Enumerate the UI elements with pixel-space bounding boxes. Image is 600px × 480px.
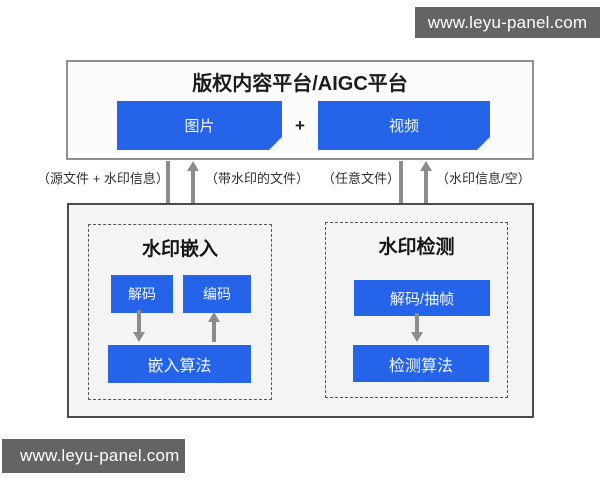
- encode-node: 编码: [183, 275, 251, 313]
- detect-algorithm-node: 检测算法: [353, 345, 489, 382]
- detection-title: 水印检测: [378, 237, 455, 258]
- algorithm-to-encode-arrow-up-icon: [208, 312, 220, 342]
- arrow-head: [208, 312, 220, 322]
- decode-extract-node: 解码/抽帧: [354, 280, 490, 316]
- detection-module: 水印检测 解码/抽帧 检测算法: [325, 222, 508, 398]
- image-node: 图片: [117, 101, 282, 150]
- decode-node-label: 解码: [128, 286, 156, 302]
- embed-algorithm-label: 嵌入算法: [147, 358, 212, 375]
- decode-to-algorithm-arrow-down-icon: [133, 310, 145, 342]
- arrow-stem: [415, 313, 419, 334]
- image-node-label: 图片: [184, 118, 215, 135]
- detect-algorithm-label: 检测算法: [388, 357, 453, 375]
- detect-output-label: （水印信息/空）: [436, 171, 531, 186]
- arrow-head: [133, 332, 145, 342]
- embed-input-label: （源文件 + 水印信息）: [37, 171, 169, 186]
- arrow-stem: [191, 169, 195, 221]
- arrow-head: [411, 332, 423, 342]
- embed-output-arrow-up-icon: [187, 161, 199, 221]
- arrow-stem: [137, 310, 141, 334]
- watermark-banner-top-text: www.leyu-panel.com: [427, 12, 588, 32]
- arrow-stem: [424, 169, 428, 221]
- arrow-head: [420, 161, 432, 171]
- platform-box: 版权内容平台/AIGC平台 图片 + 视频: [66, 60, 534, 160]
- plus-sign: +: [295, 115, 305, 135]
- watermark-banner-bottom-text: www.leyu-panel.com: [20, 446, 180, 465]
- video-node: 视频: [318, 101, 490, 150]
- embed-algorithm-node: 嵌入算法: [108, 345, 251, 383]
- arrow-stem: [399, 161, 403, 213]
- embed-output-label: （带水印的文件）: [205, 171, 310, 186]
- arrow-stem: [166, 161, 170, 213]
- arrow-head: [187, 161, 199, 171]
- embedding-title: 水印嵌入: [141, 239, 218, 260]
- extract-to-detect-arrow-down-icon: [411, 313, 423, 342]
- decode-node: 解码: [111, 275, 173, 313]
- detect-output-arrow-up-icon: [420, 161, 432, 221]
- platform-title: 版权内容平台/AIGC平台: [192, 73, 408, 95]
- video-node-label: 视频: [388, 118, 419, 135]
- encode-node-label: 编码: [203, 286, 231, 302]
- detect-input-label: （任意文件）: [322, 171, 401, 186]
- watermark-banner-top: www.leyu-panel.com: [415, 7, 600, 38]
- decode-extract-label: 解码/抽帧: [389, 290, 455, 308]
- arrow-stem: [212, 320, 216, 342]
- embedding-module: 水印嵌入 解码 编码 嵌入算法: [88, 224, 272, 400]
- process-panel: 水印嵌入 解码 编码 嵌入算法 水印检测 解码/抽帧 检测算法: [67, 203, 534, 418]
- watermark-banner-bottom: www.leyu-panel.com: [2, 439, 185, 473]
